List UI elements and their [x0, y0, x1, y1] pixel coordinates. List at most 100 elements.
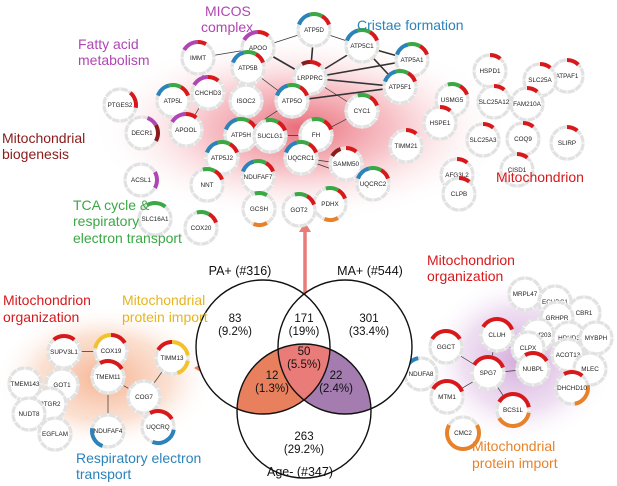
label-right-organization-line1: Mitochondrion: [427, 252, 515, 268]
label-micos-line2: complex: [201, 19, 253, 35]
node-ring-tick: [145, 203, 149, 207]
node-ring-tick: [316, 90, 320, 94]
node-ring-tick: [574, 359, 578, 363]
node-segment: [439, 105, 452, 113]
node-ring-tick: [544, 319, 548, 323]
node-ring-tick: [547, 302, 551, 306]
venn-count-pa_only: 83: [229, 313, 242, 325]
top-node-immt: IMMT: [180, 39, 216, 76]
node-ring-tick: [427, 386, 431, 390]
top-node-hspe1: HSPE1: [422, 105, 458, 141]
node-label: MTM1: [438, 394, 456, 401]
node-ring-tick: [437, 409, 441, 413]
label-right-protein-import-line1: Mitochondrial: [472, 438, 555, 454]
node-ring-tick: [9, 374, 13, 378]
node-label: NDUFAF7: [244, 174, 273, 181]
label-right-organization-line2: organization: [427, 268, 503, 284]
node-ring-tick: [424, 66, 428, 70]
node-ring-tick: [517, 116, 521, 120]
node-ring-tick: [473, 152, 477, 156]
node-ring-tick: [249, 221, 253, 225]
node-ring-tick: [131, 164, 135, 168]
node-ring-tick: [230, 91, 234, 95]
node-segment: [228, 142, 239, 154]
node-ring-tick: [126, 89, 130, 93]
node-ring-tick: [602, 350, 606, 354]
node-segment: [379, 168, 390, 180]
node-segment: [265, 118, 279, 124]
node-ring-tick: [352, 176, 356, 180]
node-segment: [431, 379, 448, 391]
node-segment: [307, 142, 318, 154]
node-ring-tick: [139, 225, 143, 229]
node-ring-tick: [511, 110, 515, 114]
node-segment: [458, 176, 471, 184]
node-label: LRPPRC: [297, 75, 323, 82]
node-label: COX19: [101, 348, 122, 355]
node-label: ATP5C1: [350, 43, 374, 50]
node-ring-tick: [271, 215, 275, 219]
node-segment: [182, 40, 199, 52]
node-ring-tick: [163, 113, 167, 117]
label-fatty-acid: Fatty acid metabolism: [78, 36, 150, 68]
node-ring-tick: [529, 151, 533, 155]
node-label: ATP5B: [238, 65, 257, 72]
node-ring-tick: [125, 186, 129, 190]
venn-count-all: 50: [298, 346, 311, 358]
node-ring-tick: [114, 389, 118, 393]
top-node-fam210a: FAM210A: [509, 86, 545, 122]
node-ring-tick: [62, 410, 66, 414]
node-ring-tick: [68, 397, 72, 401]
node-ring-tick: [265, 221, 269, 225]
top-node-atp5d: ATP5D: [296, 12, 332, 48]
node-label: PDHX: [321, 201, 339, 208]
node-segment: [149, 409, 174, 421]
top-node-isoc2: ISOC2: [228, 83, 264, 119]
right-node-cmc2: CMC2: [445, 415, 481, 451]
node-ring-tick: [573, 155, 577, 159]
node-segment: [294, 192, 308, 198]
label-tca-line2: respiratory: [73, 213, 139, 229]
node-ring-tick: [430, 353, 434, 357]
node-ring-tick: [418, 136, 422, 140]
node-ring-tick: [156, 364, 160, 368]
node-ring-tick: [471, 200, 475, 204]
node-ring-tick: [596, 381, 600, 385]
node-ring-tick: [580, 353, 584, 357]
node-ring-tick: [242, 183, 246, 187]
node-segment: [257, 30, 270, 38]
top-node-ptges2: PTGES2: [102, 87, 138, 123]
node-ring-tick: [238, 80, 242, 84]
node-segment: [90, 427, 104, 448]
node-segment: [357, 93, 371, 99]
node-ring-tick: [539, 110, 543, 114]
node-ring-tick: [98, 415, 102, 419]
node-ring-tick: [517, 88, 521, 92]
node-ring-tick: [474, 77, 478, 81]
node-ring-tick: [154, 139, 158, 143]
node-segment: [252, 221, 268, 227]
node-ring-tick: [464, 106, 468, 110]
node-ring-tick: [390, 152, 394, 156]
node-ring-tick: [13, 420, 17, 424]
node-ring-tick: [579, 82, 583, 86]
node-label: USMG5: [441, 97, 464, 104]
node-segment: [254, 191, 268, 197]
node-segment: [213, 169, 224, 181]
node-ring-tick: [552, 345, 556, 349]
node-ring-tick: [523, 353, 527, 357]
left-node-tmem11: TMEM11: [90, 359, 126, 395]
venn-circle-pa: [195, 279, 331, 415]
node-segment: [563, 370, 584, 378]
node-segment: [456, 157, 469, 165]
node-ring-tick: [330, 170, 334, 174]
label-left-protein-import: Mitochondrial protein import: [122, 292, 209, 325]
node-segment: [207, 212, 218, 224]
node-ring-tick: [41, 404, 45, 408]
node-ring-tick: [539, 94, 543, 98]
label-fatty-acid-line1: Fatty acid: [78, 36, 139, 52]
node-ring-tick: [134, 409, 138, 413]
node-ring-tick: [306, 119, 310, 123]
node-ring-tick: [204, 42, 208, 46]
